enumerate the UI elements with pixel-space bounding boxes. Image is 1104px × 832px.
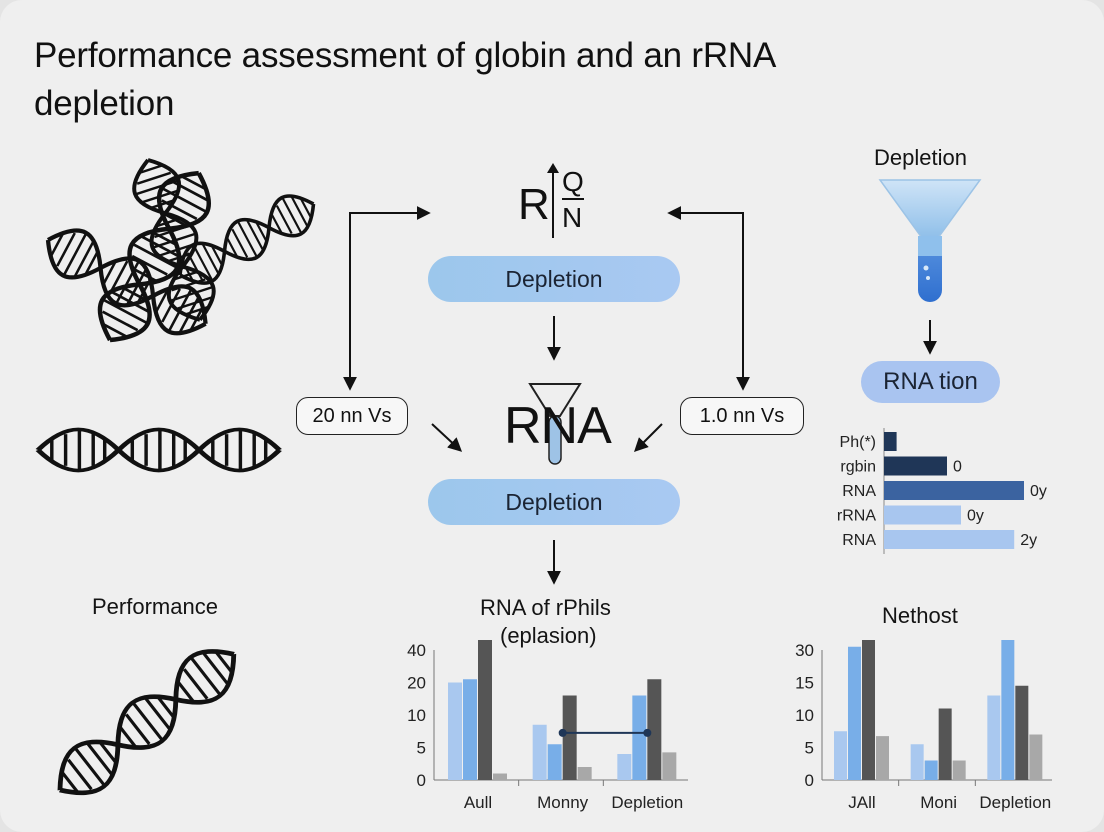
funnel-tube-icon	[528, 383, 582, 465]
bar	[463, 679, 477, 780]
hbar-bar	[884, 505, 961, 525]
bar	[834, 731, 847, 780]
bar	[647, 679, 662, 780]
performance-heading: Performance	[92, 594, 218, 619]
arrow-left-loop	[349, 206, 431, 380]
x-tick-label: Monny	[537, 793, 589, 812]
connector-point	[643, 728, 652, 737]
chart1-subtitle: (eplasion)	[500, 623, 597, 648]
bar	[1001, 640, 1015, 780]
hbar-category-label: Ph(*)	[840, 434, 876, 451]
bar	[478, 640, 492, 780]
hbar-category-label: rgbin	[840, 459, 876, 476]
x-tick-label: Depletion	[979, 793, 1051, 812]
y-tick-label: 5	[417, 739, 426, 758]
arrow-diag-right	[634, 423, 663, 452]
hbar-value-label: 2y	[1020, 532, 1037, 549]
bar	[617, 754, 632, 780]
hbar-category-label: rRNA	[837, 508, 876, 525]
bar	[862, 640, 875, 780]
hbar-value-label: 0y	[967, 508, 984, 525]
x-tick-label: JAll	[848, 793, 875, 812]
page-title: Performance assessment of globin and an …	[34, 36, 775, 123]
bar	[493, 773, 507, 780]
y-tick-label: 30	[795, 641, 814, 660]
y-tick-label: 5	[805, 739, 814, 758]
hbar-category-label: RNA	[842, 483, 876, 500]
bar	[938, 708, 952, 780]
rna-center-label: RNA	[504, 397, 612, 455]
x-tick-label: Moni	[920, 793, 957, 812]
arrow-right-loop	[667, 206, 744, 380]
y-tick-label: 10	[407, 706, 426, 725]
connector-point	[558, 728, 567, 737]
y-tick-label: 15	[795, 674, 814, 693]
y-tick-label: 10	[795, 706, 814, 725]
depletion-pill-top: Depletion	[428, 256, 680, 302]
bar	[924, 760, 938, 780]
funnel-icon	[878, 179, 982, 302]
bar	[987, 695, 1001, 780]
y-tick-label: 40	[407, 641, 426, 660]
bar	[632, 695, 647, 780]
bar	[577, 767, 592, 780]
bar	[848, 646, 861, 780]
left-value-box: 20 nn Vs	[296, 397, 408, 435]
arrow-diag-left	[431, 423, 463, 452]
bar	[1029, 734, 1043, 780]
rqn-symbol: R Q N	[518, 163, 598, 238]
rna-tion-pill: RNA tion	[861, 361, 1000, 403]
bar	[448, 682, 462, 780]
chart2-title: Nethost	[882, 603, 958, 628]
bar	[532, 724, 547, 780]
hbar-bar	[884, 456, 947, 476]
x-tick-label: Aull	[464, 793, 492, 812]
right-value-box: 1.0 nn Vs	[680, 397, 804, 435]
hbar-value-label: 0	[953, 459, 962, 476]
hbar-bar	[884, 432, 897, 451]
hbar-value-label: 0y	[1030, 483, 1047, 500]
bar	[662, 752, 677, 780]
y-tick-label: 0	[805, 771, 814, 790]
bar	[1015, 685, 1029, 780]
y-tick-label: 0	[417, 771, 426, 790]
bar	[910, 744, 924, 780]
bar	[952, 760, 966, 780]
arrow-up-icon	[547, 163, 559, 173]
bar	[547, 744, 562, 780]
hbar-bar	[884, 530, 1015, 549]
depletion-pill-bottom: Depletion	[428, 479, 680, 525]
right-depletion-heading: Depletion	[874, 145, 967, 170]
hbar-bar	[884, 481, 1024, 500]
bar	[562, 695, 577, 780]
bar	[876, 736, 889, 780]
chart1-title: RNA of rPhils	[480, 595, 611, 620]
y-tick-label: 20	[407, 674, 426, 693]
hbar-category-label: RNA	[842, 532, 876, 549]
x-tick-label: Depletion	[611, 793, 683, 812]
